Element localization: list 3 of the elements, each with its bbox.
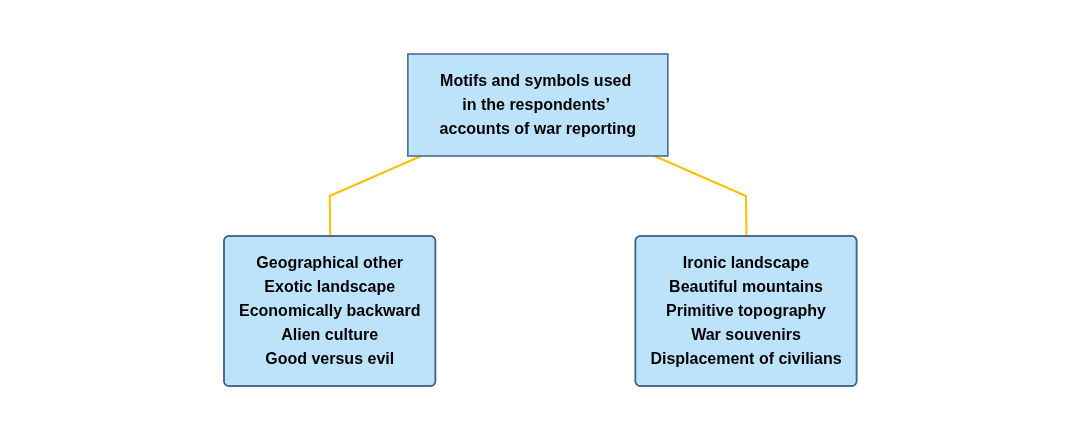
connector <box>328 154 422 237</box>
connector <box>653 154 748 237</box>
node-box: Motifs and symbols used in the respondents’ accounts of war reporting <box>406 52 669 157</box>
